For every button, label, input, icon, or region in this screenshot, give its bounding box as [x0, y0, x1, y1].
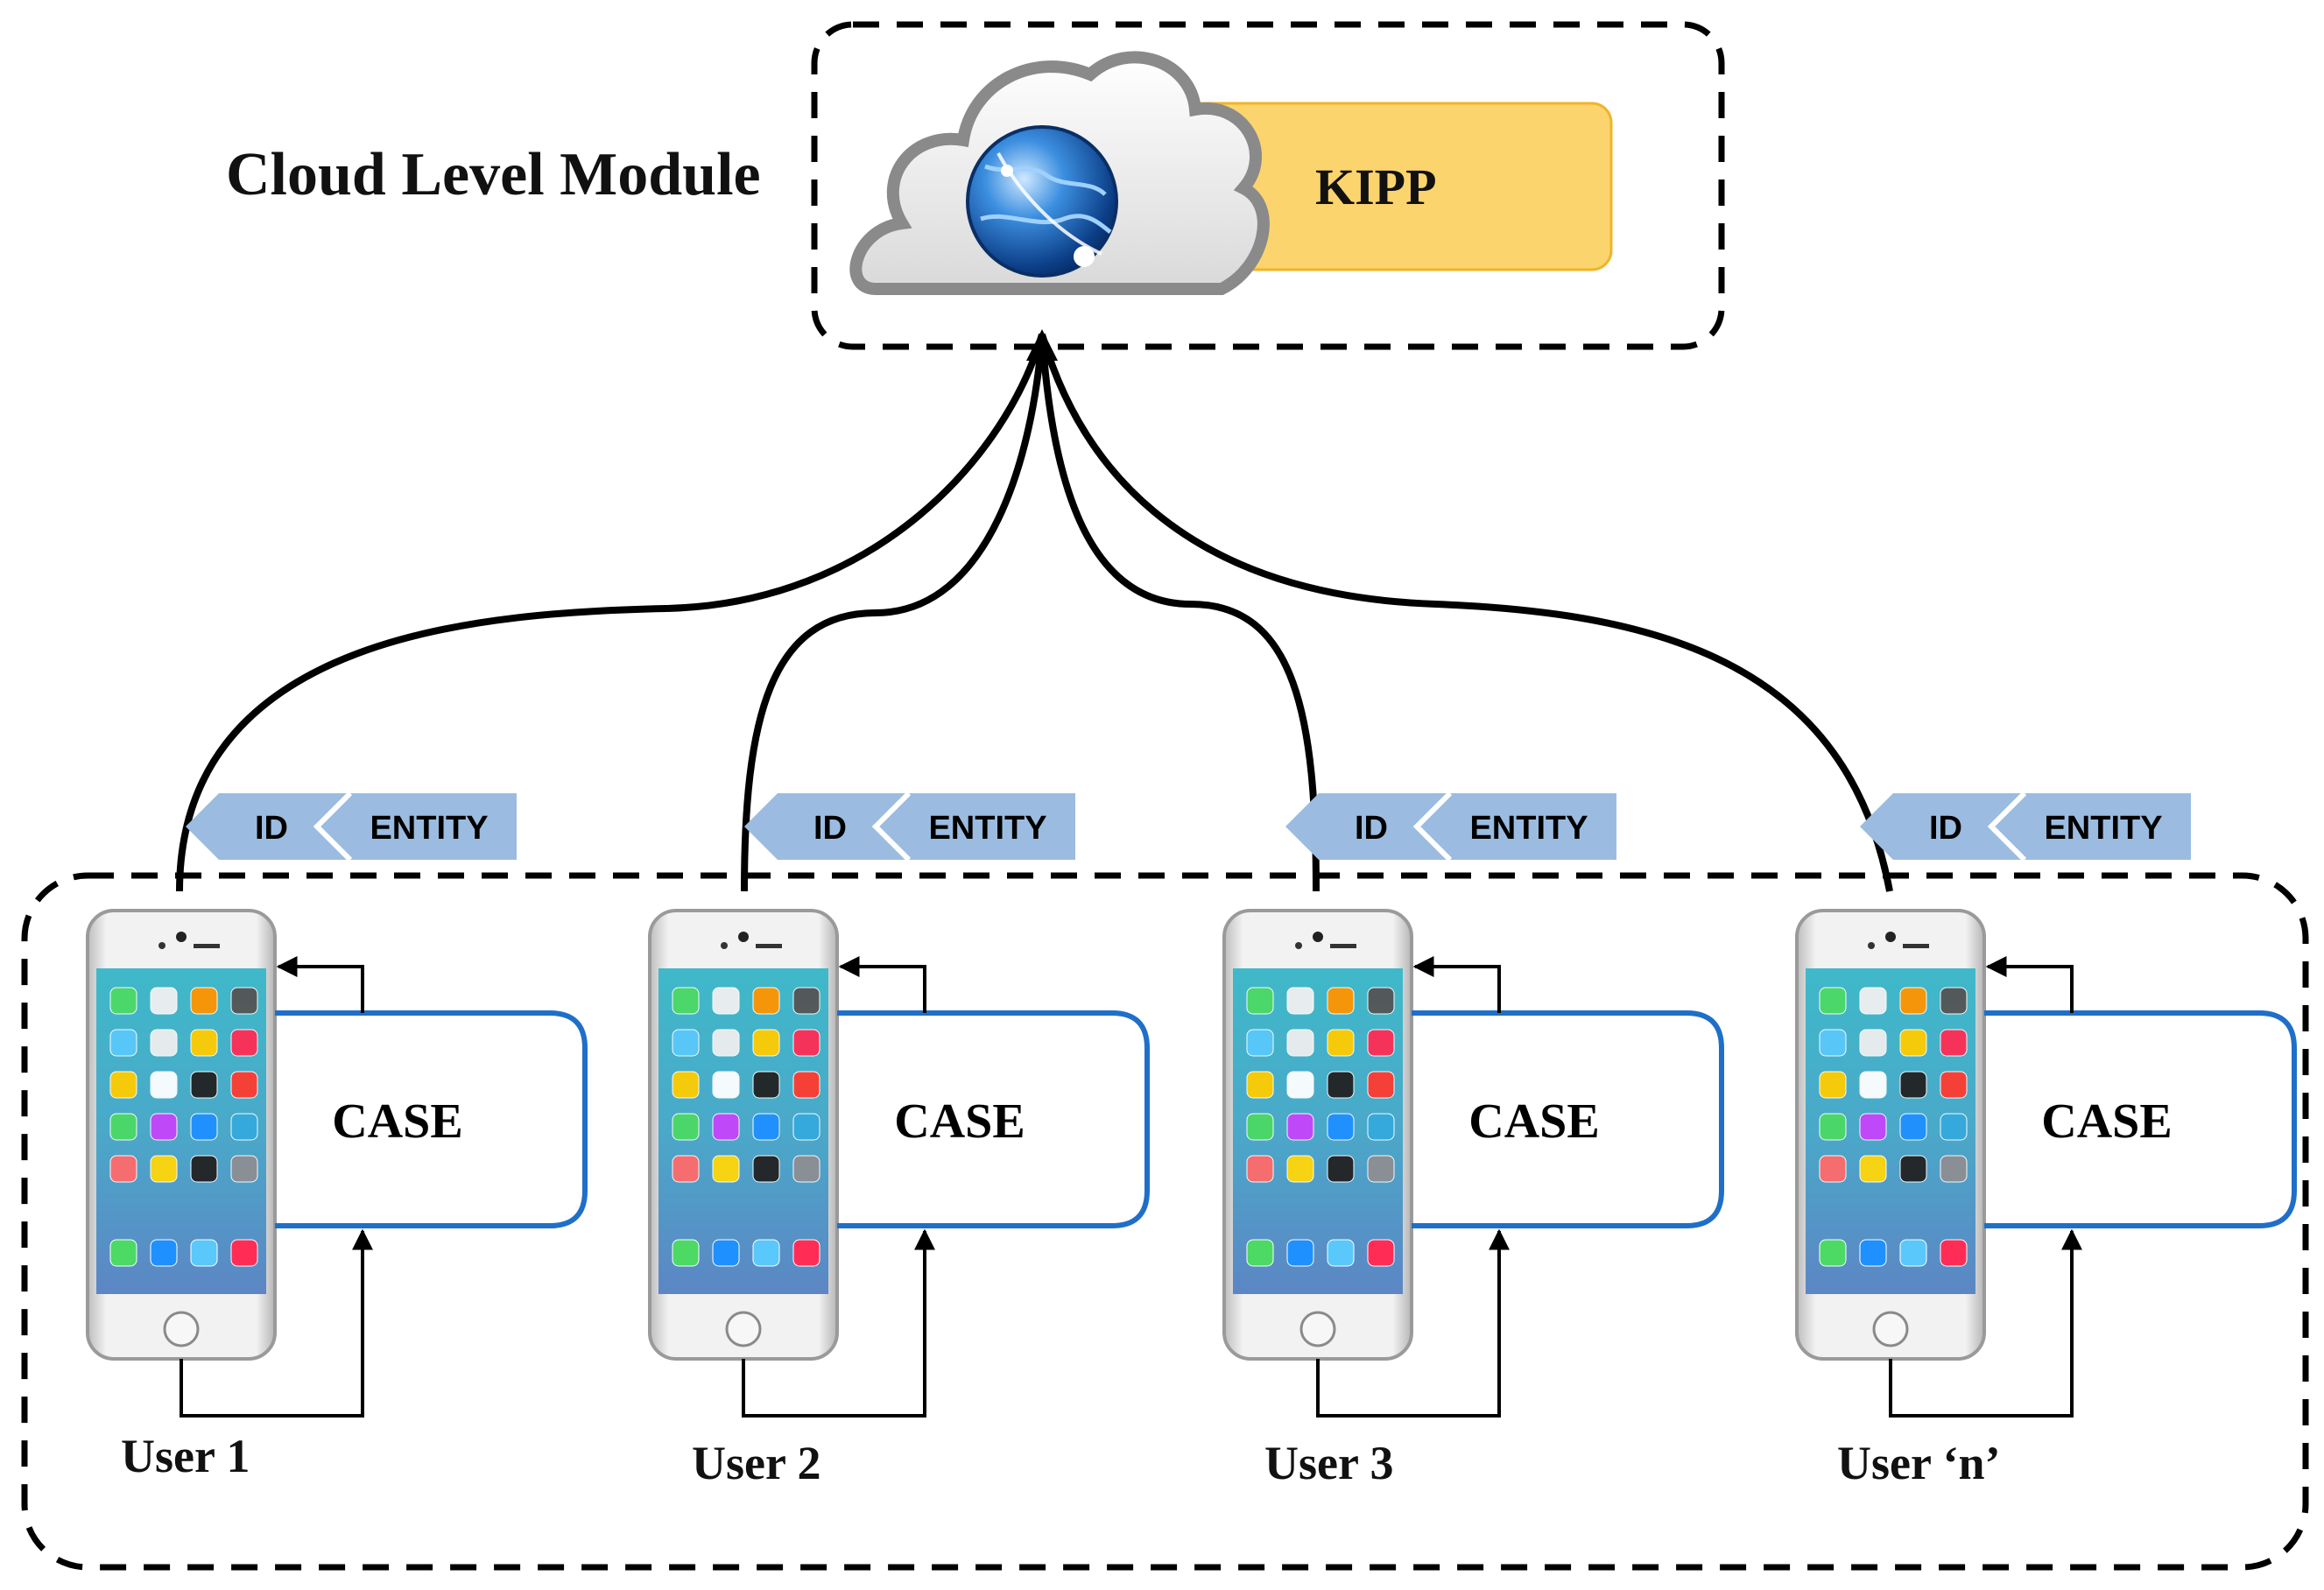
tag-divider — [871, 791, 912, 862]
id-entity-tag: ID ENTITY — [744, 791, 1075, 862]
user-label: User 2 — [692, 1437, 821, 1489]
connection-line — [741, 334, 1046, 892]
tag-entity-label: ENTITY — [370, 810, 488, 847]
user-label: User 3 — [1264, 1437, 1394, 1489]
tag-entity-label: ENTITY — [928, 810, 1046, 847]
feedback-arrow — [1412, 956, 1501, 1013]
input-arrow — [1316, 1228, 1510, 1418]
tag-divider — [1987, 791, 2027, 862]
case-box — [1984, 1010, 2297, 1228]
case-box — [275, 1010, 588, 1228]
connection-line — [176, 333, 1046, 892]
case-label: CASE — [894, 1094, 1025, 1149]
input-arrow — [1889, 1228, 2082, 1418]
cloud-module-title: Cloud Level Module — [226, 141, 761, 208]
users-boundary — [21, 872, 2309, 1571]
user-label: User 1 — [121, 1430, 250, 1482]
phones: CASE CASE CASE CASE — [86, 909, 2297, 1418]
tag-id-label: ID — [813, 810, 847, 847]
id-entity-tag: ID ENTITY — [1285, 791, 1616, 862]
tag-divider — [1412, 791, 1453, 862]
smartphone-icon — [86, 909, 277, 1361]
case-label: CASE — [1468, 1094, 1599, 1149]
tag-shape — [744, 793, 1075, 860]
tag-id-label: ID — [1355, 810, 1388, 847]
smartphone-icon — [648, 909, 839, 1361]
tag-shape — [1285, 793, 1616, 860]
tags: ID ENTITY ID ENTITY ID ENTITY ID ENTITY — [186, 791, 2191, 862]
input-arrow — [180, 1228, 373, 1418]
smartphone-icon — [1795, 909, 1986, 1361]
tag-entity-label: ENTITY — [1469, 810, 1588, 847]
kipp-label: KIPP — [1315, 158, 1437, 215]
tag-shape — [186, 793, 517, 860]
case-label: CASE — [332, 1094, 462, 1149]
tag-id-label: ID — [1929, 810, 1962, 847]
case-label: CASE — [2041, 1094, 2172, 1149]
case-box — [1412, 1010, 1724, 1228]
globe-icon — [966, 125, 1118, 278]
connection-line — [1039, 334, 1320, 892]
tag-divider — [313, 791, 353, 862]
upload-arrowhead — [1026, 329, 1058, 361]
id-entity-tag: ID ENTITY — [186, 791, 517, 862]
id-entity-tag: ID ENTITY — [1860, 791, 2191, 862]
connection-line — [1039, 333, 1893, 892]
cloud-module-boundary — [811, 21, 1725, 350]
smartphone-icon — [1222, 909, 1413, 1361]
input-arrow — [742, 1228, 935, 1418]
connections — [176, 329, 1893, 892]
feedback-arrow — [1985, 956, 2074, 1013]
feedback-arrow — [838, 956, 926, 1013]
user-label: User ‘n’ — [1837, 1437, 2001, 1489]
tag-shape — [1860, 793, 2191, 860]
tag-entity-label: ENTITY — [2044, 810, 2162, 847]
feedback-arrow — [276, 956, 364, 1013]
case-box — [837, 1010, 1150, 1228]
tag-id-label: ID — [255, 810, 288, 847]
